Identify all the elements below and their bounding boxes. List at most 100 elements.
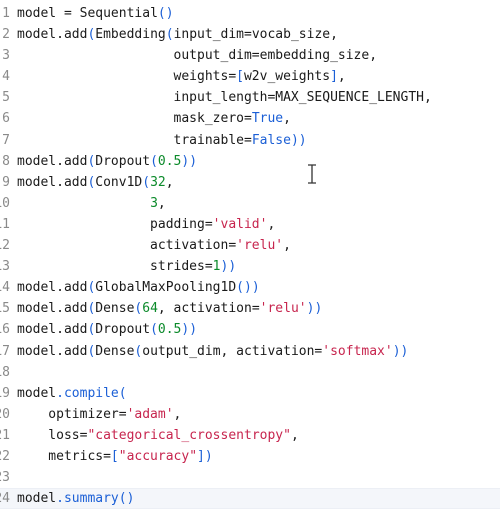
code-token: .add: [56, 153, 88, 169]
line-number: 18: [0, 364, 10, 380]
code-token: metrics=: [17, 448, 111, 464]
text-cursor-icon: [308, 164, 316, 184]
code-text: loss="categorical_crossentropy",: [12, 425, 299, 446]
code-token: ]): [197, 448, 213, 464]
line-number: 11: [0, 216, 10, 232]
code-line[interactable]: 20 optimizer='adam',: [0, 404, 500, 425]
code-token: 'adam': [126, 406, 174, 422]
line-number: 21: [0, 427, 10, 443]
code-text: model.add(GlobalMaxPooling1D()): [12, 277, 260, 298]
code-token: ,: [290, 427, 299, 443]
code-token: (: [134, 301, 143, 317]
line-number: 2: [2, 27, 10, 43]
code-token: model: [17, 280, 57, 296]
code-token: 'valid': [212, 216, 268, 232]
code-line[interactable]: 13 strides=1)): [0, 256, 500, 277]
code-line[interactable]: 3 output_dim=embedding_size,: [0, 45, 500, 66]
line-number: 1: [2, 6, 10, 21]
code-token: model: [17, 174, 57, 190]
code-line[interactable]: 17model.add(Dense(output_dim, activation…: [0, 341, 500, 362]
code-text: model.add(Dropout(0.5)): [12, 319, 197, 340]
code-token: ()): [236, 280, 260, 296]
code-line[interactable]: 11 padding='valid',: [0, 214, 500, 235]
line-number: 20: [0, 406, 10, 422]
code-text: weights=[w2v_weights],: [12, 66, 346, 87]
code-token: activation=: [17, 238, 237, 254]
code-token: .add: [56, 343, 88, 359]
code-token: 32: [150, 174, 166, 190]
code-token: [: [110, 448, 119, 464]
code-token: .add: [56, 280, 88, 296]
code-token: ,: [267, 216, 276, 232]
code-token: 1: [212, 259, 221, 275]
code-line[interactable]: 7 trainable=False)): [0, 130, 500, 151]
code-text: output_dim=embedding_size,: [12, 45, 378, 66]
code-text: metrics=["accuracy"]): [12, 446, 213, 467]
code-token: )): [220, 259, 237, 275]
code-line[interactable]: 18: [0, 362, 500, 383]
code-token: 64: [142, 301, 158, 317]
code-token: model: [17, 385, 57, 401]
code-line[interactable]: 19model.compile(: [0, 383, 500, 404]
code-text: optimizer='adam',: [12, 404, 181, 425]
code-line[interactable]: 15model.add(Dense(64, activation='relu')…: [0, 298, 500, 319]
code-token: optimizer=: [17, 406, 127, 422]
code-token: [: [236, 69, 244, 85]
code-text: model.add(Conv1D(32,: [12, 172, 174, 193]
code-token: )): [290, 132, 307, 148]
code-token: ,: [337, 69, 346, 85]
code-text: mask_zero=True,: [12, 108, 291, 129]
code-token: (: [87, 153, 96, 169]
code-token: )): [181, 153, 198, 169]
code-text: model = Sequential(): [12, 3, 174, 24]
code-token: .add: [56, 301, 88, 317]
code-token: Dense: [95, 343, 135, 359]
code-token: Conv1D: [95, 174, 143, 190]
code-token: output_dim, activation=: [142, 343, 323, 359]
code-line[interactable]: 10 3,: [0, 193, 500, 214]
line-number: 16: [0, 322, 10, 338]
code-text: model.summary(): [12, 488, 134, 509]
code-token: 0.5: [157, 322, 182, 338]
code-token: ]: [330, 69, 338, 85]
line-number: 14: [0, 280, 10, 296]
code-token: ,: [165, 174, 174, 190]
code-token: input_length=MAX_SEQUENCE_LENGTH,: [17, 90, 432, 106]
code-token: padding=: [17, 216, 213, 232]
line-number: 17: [0, 343, 10, 359]
code-token: (: [150, 322, 158, 338]
code-text: activation='relu',: [12, 235, 291, 256]
code-token: model: [17, 322, 57, 338]
line-number: 22: [0, 448, 10, 464]
code-line[interactable]: 24model.summary(): [0, 488, 500, 510]
code-token: mask_zero=: [17, 111, 252, 127]
code-token: (: [118, 385, 127, 401]
line-number: 9: [2, 174, 10, 190]
line-number: 4: [2, 69, 10, 85]
code-line[interactable]: 12 activation='relu',: [0, 235, 500, 256]
code-line[interactable]: 22 metrics=["accuracy"]): [0, 446, 500, 467]
code-token: .add: [56, 174, 88, 190]
code-line[interactable]: 21 loss="categorical_crossentropy",: [0, 425, 500, 446]
code-token: trainable=: [17, 132, 252, 148]
code-line[interactable]: 16model.add(Dropout(0.5)): [0, 319, 500, 340]
code-token: 'relu': [259, 301, 307, 317]
code-text: model.compile(: [12, 383, 127, 404]
code-line[interactable]: 4 weights=[w2v_weights],: [0, 66, 500, 87]
code-line[interactable]: 23: [0, 467, 500, 488]
code-token: (: [165, 27, 174, 43]
code-token: weights=: [17, 69, 237, 85]
code-token: model: [17, 153, 57, 169]
line-number: 13: [0, 259, 10, 275]
code-text: model.add(Embedding(input_dim=vocab_size…: [12, 24, 338, 45]
code-line[interactable]: 6 mask_zero=True,: [0, 108, 500, 129]
code-line[interactable]: 5 input_length=MAX_SEQUENCE_LENGTH,: [0, 87, 500, 108]
code-token: )): [181, 322, 198, 338]
code-line[interactable]: 14model.add(GlobalMaxPooling1D()): [0, 277, 500, 298]
